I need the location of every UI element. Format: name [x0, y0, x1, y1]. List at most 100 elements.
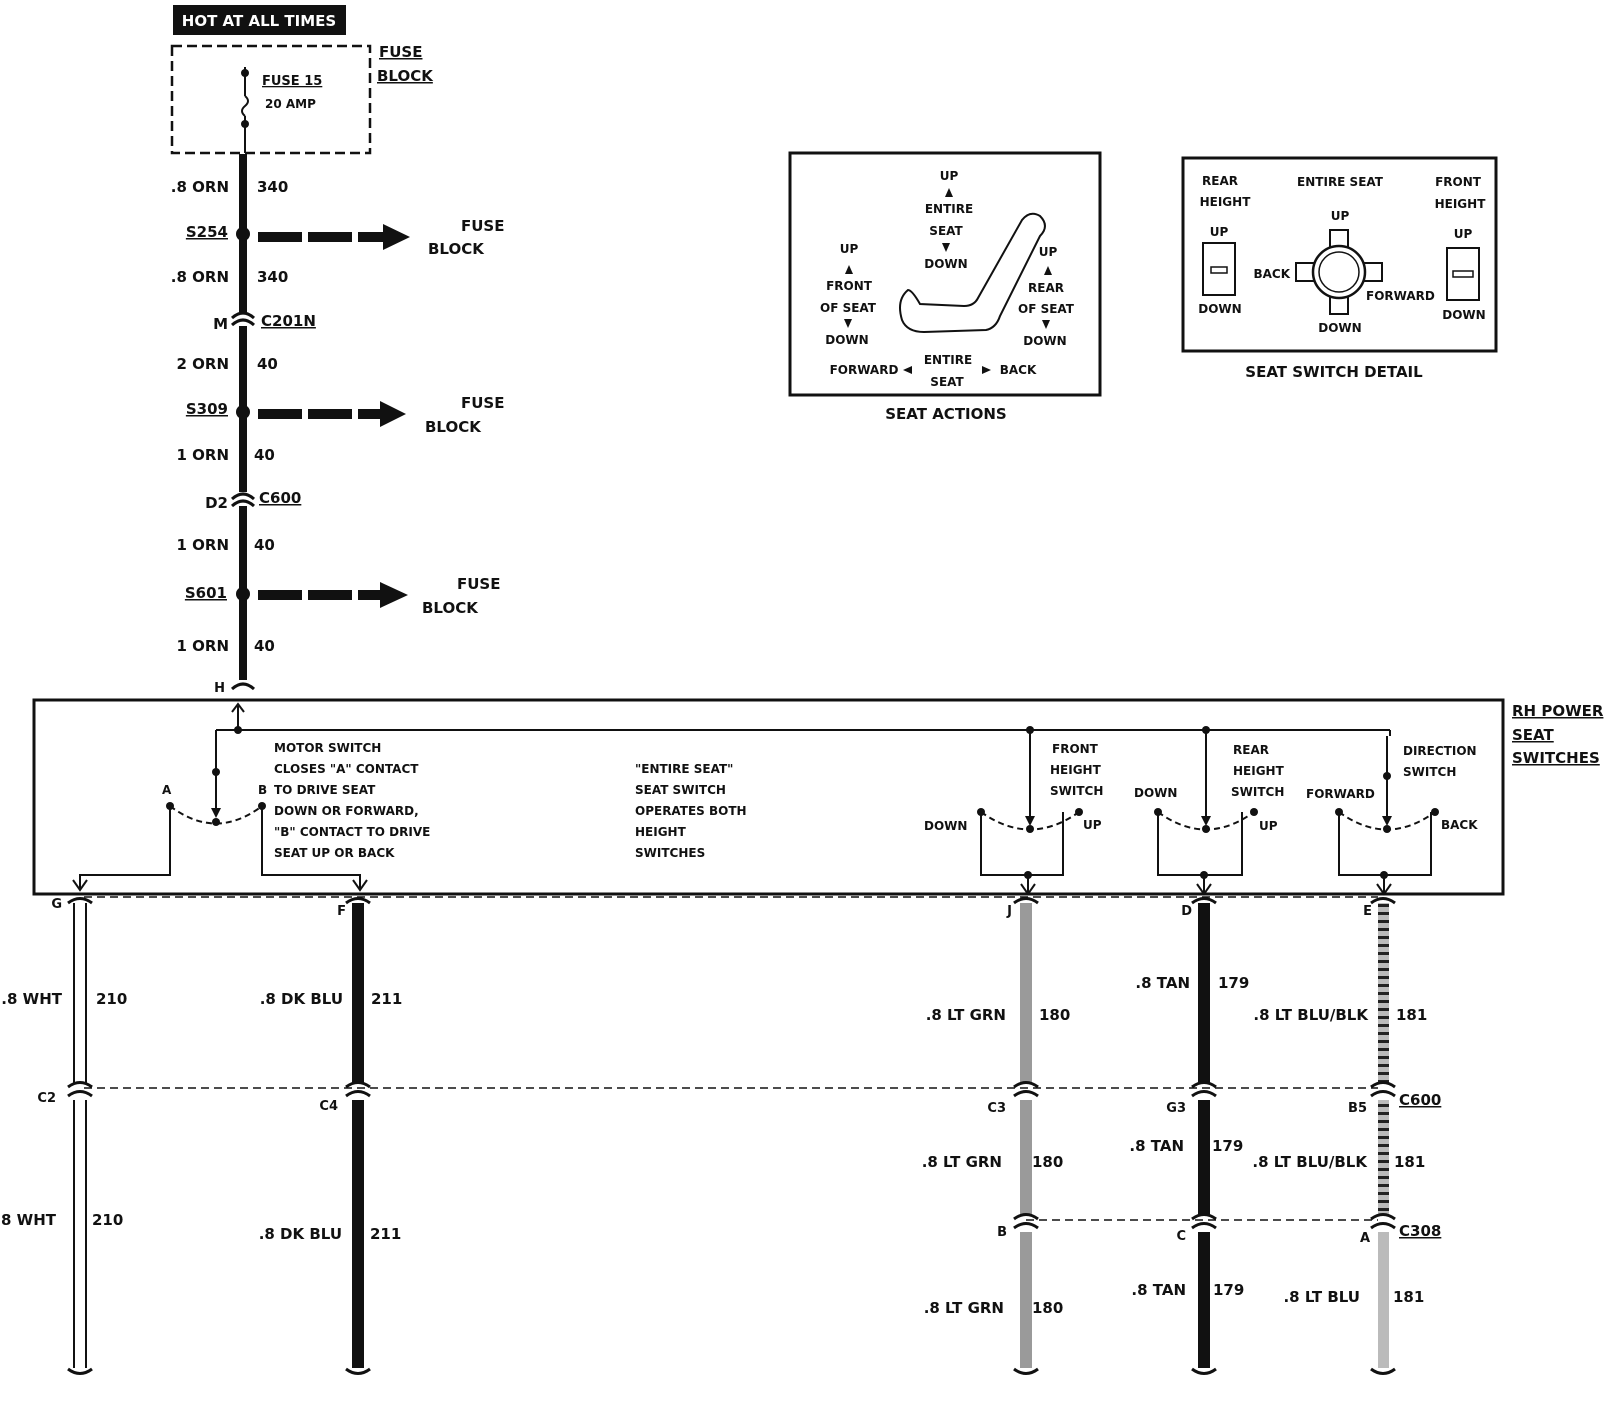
seat-action-text: OF SEAT — [820, 301, 877, 315]
splice-target: FUSE — [461, 394, 504, 412]
wire-color: .8 LT GRN — [924, 1299, 1004, 1317]
feed-wire-circuit: 40 — [257, 355, 278, 373]
entire-seat-note: "ENTIRE SEAT" SEAT SWITCH OPERATES BOTH … — [635, 762, 747, 860]
detail-text: UP — [1331, 209, 1350, 223]
fuse-name: FUSE 15 — [262, 74, 322, 89]
note-line: DOWN OR FORWARD, — [274, 804, 419, 818]
rear-height-rocker-icon — [1202, 242, 1236, 296]
wire-circuit: 179 — [1212, 1137, 1243, 1155]
wire-181 — [1378, 903, 1389, 1368]
wire-color: .8 LT BLU — [1283, 1288, 1360, 1306]
splice-s309: S309 FUSE BLOCK — [186, 394, 505, 436]
c600-pin: C3 — [987, 1101, 1006, 1116]
c600-pin: B5 — [1348, 1101, 1367, 1116]
direction-switch: DIRECTION SWITCH FORWARD BACK — [1306, 730, 1478, 896]
top-pin: J — [1006, 904, 1012, 919]
seat-action-text: BACK — [1000, 363, 1037, 377]
wire-color: .8 LT GRN — [922, 1153, 1002, 1171]
switch-title: HEIGHT — [1050, 763, 1102, 777]
splice-target: BLOCK — [425, 418, 482, 436]
hot-label: HOT AT ALL TIMES — [182, 12, 336, 30]
feed-wire-circuit: 40 — [254, 536, 275, 554]
detail-text: FRONT — [1435, 175, 1482, 189]
fuse-terminal-bottom — [241, 120, 249, 128]
feed-wire-circuit: 40 — [254, 637, 275, 655]
feed-wire-color: 2 ORN — [176, 355, 229, 373]
seat-action-text: UP — [1039, 245, 1058, 259]
wire-circuit: 181 — [1394, 1153, 1425, 1171]
wire-circuit: 211 — [370, 1225, 401, 1243]
detail-text: UP — [1454, 227, 1473, 241]
splice-name: S254 — [186, 223, 228, 241]
connector-pin: M — [213, 315, 228, 333]
seat-action-text: DOWN — [924, 257, 967, 271]
assembly-label-2: SEAT — [1512, 726, 1554, 744]
detail-text: REAR — [1202, 174, 1238, 188]
switch-right-label: UP — [1083, 818, 1102, 832]
top-pin: E — [1363, 904, 1372, 919]
assembly-label-3: SWITCHES — [1512, 749, 1600, 767]
note-line: MOTOR SWITCH — [274, 741, 381, 755]
fuse-block-label-1: FUSE — [379, 43, 422, 61]
fuse-block-outline — [170, 44, 372, 155]
connector-name: C600 — [259, 489, 301, 507]
connector-pin: D2 — [205, 494, 228, 512]
feed-wire-circuit: 40 — [254, 446, 275, 464]
feed-wire-circuit: 340 — [257, 178, 288, 196]
wire-color: .8 DK BLU — [260, 990, 343, 1008]
feed-wire-color: 1 ORN — [176, 446, 229, 464]
detail-text: DOWN — [1318, 321, 1361, 335]
bus-node — [234, 726, 242, 734]
connector-c600-feed: D2 C600 — [205, 489, 301, 512]
c308-name: C308 — [1399, 1222, 1441, 1240]
wire-color: .8 LT BLU/BLK — [1252, 1153, 1368, 1171]
connector-c201n: M C201N — [213, 311, 316, 333]
seat-switch-detail-caption: SEAT SWITCH DETAIL — [1245, 363, 1423, 381]
switch-right-label: UP — [1259, 819, 1278, 833]
switch-title: SWITCH — [1050, 784, 1103, 798]
seat-switch-detail-inset: REAR HEIGHT ENTIRE SEAT FRONT HEIGHT UP … — [1181, 156, 1498, 381]
contact-a-label: A — [162, 783, 172, 797]
wire-color: .8 TAN — [1129, 1137, 1184, 1155]
detail-text: BACK — [1253, 267, 1290, 281]
seat-action-text: SEAT — [929, 224, 963, 238]
wire-circuit: 180 — [1032, 1153, 1063, 1171]
wire-color: .8 WHT — [0, 1211, 57, 1229]
seat-action-text: ENTIRE — [925, 202, 973, 216]
splice-name: S601 — [185, 584, 227, 602]
wire-circuit: 180 — [1032, 1299, 1063, 1317]
c600-name: C600 — [1399, 1091, 1441, 1109]
feed-wire-circuit: 340 — [257, 268, 288, 286]
note-line: "B" CONTACT TO DRIVE — [274, 825, 430, 839]
c308-pin: A — [1360, 1231, 1370, 1246]
fuse-terminal-top — [241, 69, 249, 77]
detail-text: HEIGHT — [1200, 195, 1252, 209]
wire-circuit: 181 — [1393, 1288, 1424, 1306]
front-height-rocker-icon — [1446, 247, 1480, 301]
rear-height-switch: REAR HEIGHT SWITCH DOWN UP — [1134, 726, 1285, 896]
switch-title: DIRECTION — [1403, 744, 1477, 758]
seat-actions-caption: SEAT ACTIONS — [885, 405, 1007, 423]
switch-left-label: DOWN — [924, 819, 967, 833]
detail-text: DOWN — [1198, 302, 1241, 316]
top-pin: F — [337, 904, 346, 919]
note-line: SWITCHES — [635, 846, 705, 860]
note-line: CLOSES "A" CONTACT — [274, 762, 419, 776]
splice-s601: S601 FUSE BLOCK — [185, 575, 501, 617]
feed-wire-color: .8 ORN — [171, 268, 229, 286]
seat-action-text: UP — [940, 169, 959, 183]
feed-wire-color: 1 ORN — [176, 637, 229, 655]
note-line: HEIGHT — [635, 825, 687, 839]
switch-left-label: DOWN — [1134, 786, 1177, 800]
splice-target: BLOCK — [428, 240, 485, 258]
wire-color: .8 TAN — [1135, 974, 1190, 992]
contact-b-label: B — [258, 783, 267, 797]
front-height-switch: FRONT HEIGHT SWITCH DOWN UP — [924, 726, 1103, 896]
detail-text: UP — [1210, 225, 1229, 239]
seat-action-text: SEAT — [930, 375, 964, 389]
seat-action-text: FORWARD — [830, 363, 899, 377]
detail-text: FORWARD — [1366, 289, 1435, 303]
switch-title: FRONT — [1052, 742, 1099, 756]
switch-title: REAR — [1233, 743, 1269, 757]
splice-s254: S254 FUSE BLOCK — [186, 217, 505, 258]
